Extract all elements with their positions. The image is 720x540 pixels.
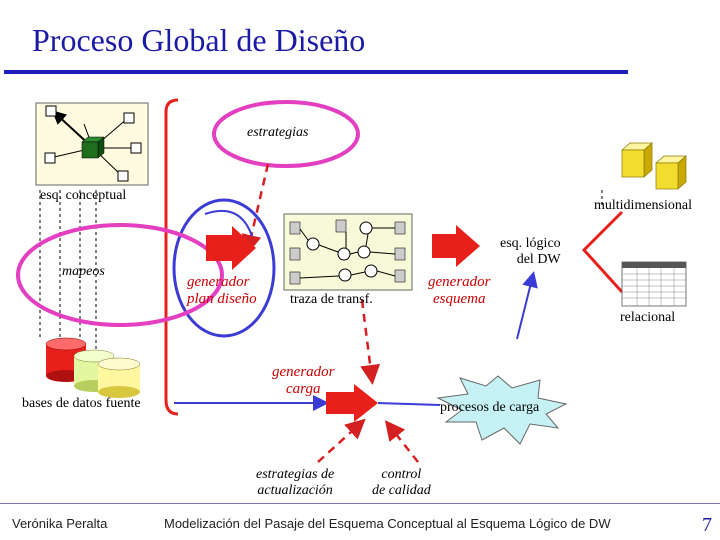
load-processes-burst-icon bbox=[436, 375, 568, 445]
footer-subtitle: Modelización del Pasaje del Esquema Conc… bbox=[164, 516, 611, 531]
load-processes-label: procesos de carga bbox=[440, 400, 540, 415]
schema-generator-label: generador esquema bbox=[428, 274, 491, 307]
plan-generator-label: generador plan diseño bbox=[187, 274, 257, 307]
relational-table-icon bbox=[621, 261, 687, 307]
logical-schema-label: esq. lógico del DW bbox=[500, 236, 561, 267]
multidimensional-label: multidimensional bbox=[594, 198, 692, 213]
logical-schema-bracket bbox=[581, 210, 624, 294]
relational-label: relacional bbox=[620, 310, 676, 325]
grouping-bracket bbox=[164, 98, 179, 416]
quality-control-label: control de calidad bbox=[372, 467, 431, 498]
transformation-trace-diagram bbox=[283, 213, 413, 291]
plan-generator-arrow-icon bbox=[206, 226, 256, 270]
mappings-label: mapeos bbox=[62, 264, 105, 279]
source-databases-label: bases de datos fuente bbox=[22, 396, 141, 411]
page-number: 7 bbox=[702, 514, 712, 536]
transformation-trace-label: traza de transf. bbox=[290, 292, 373, 307]
footer-divider bbox=[0, 503, 720, 504]
footer-author: Verónika Peralta bbox=[12, 516, 108, 531]
page-title: Proceso Global de Diseño bbox=[32, 22, 366, 58]
title-underline bbox=[4, 70, 628, 74]
load-generator-label: generador carga bbox=[272, 364, 335, 397]
mappings-ellipse bbox=[16, 223, 224, 327]
strategies-label: estrategias bbox=[247, 125, 309, 140]
source-databases-icon bbox=[45, 337, 141, 398]
conceptual-schema-label: esq. conceptual bbox=[40, 188, 127, 203]
conceptual-schema-diagram bbox=[35, 102, 149, 186]
plan-generator-ellipse bbox=[172, 198, 276, 338]
load-generator-arrow-icon bbox=[326, 384, 378, 422]
strategies-ellipse bbox=[212, 100, 360, 168]
multidimensional-cubes-icon bbox=[621, 142, 687, 190]
update-strategies-label: estrategias de actualización bbox=[256, 467, 335, 498]
schema-generator-arrow-icon bbox=[432, 225, 480, 267]
